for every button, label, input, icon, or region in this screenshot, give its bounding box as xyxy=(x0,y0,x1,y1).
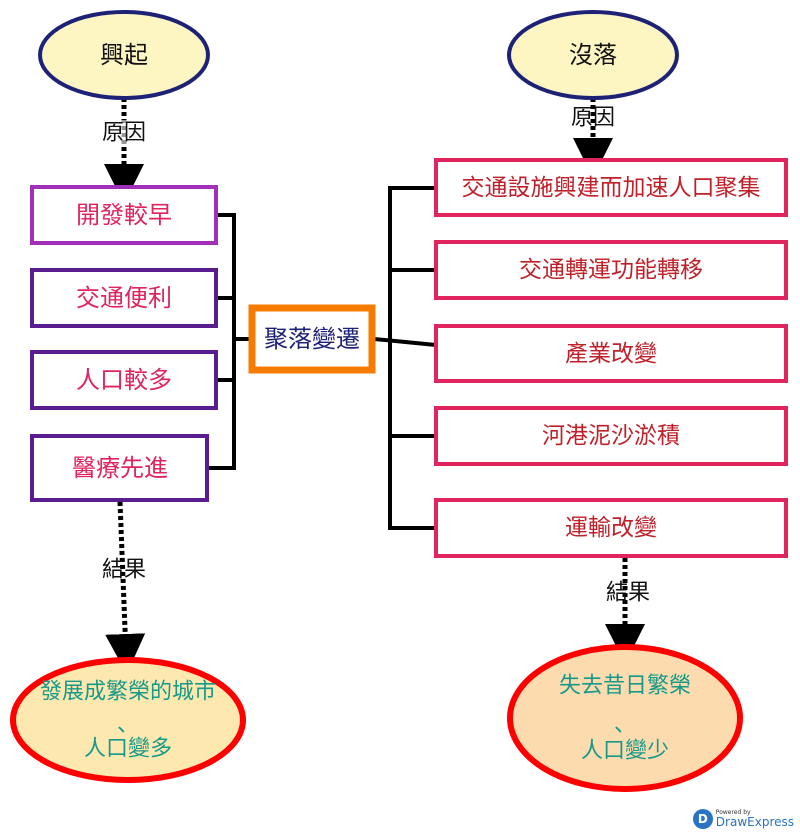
drawexpress-logo-icon: D xyxy=(692,809,713,829)
decline-cause-box[interactable]: 交通轉運功能轉移 xyxy=(434,240,788,300)
rise-title: 興起 xyxy=(100,41,148,69)
decline-cause-text: 交通設施興建而加速人口聚集 xyxy=(462,175,761,201)
decline-cause-box[interactable]: 產業改變 xyxy=(434,324,788,383)
decline-cause-box[interactable]: 河港泥沙淤積 xyxy=(434,406,788,466)
drawexpress-logo: D Powered by DrawExpress xyxy=(692,808,794,829)
rise-cause-box[interactable]: 醫療先進 xyxy=(30,434,209,502)
decline-cause-label: 原因 xyxy=(571,106,615,131)
decline-cause-text: 產業改變 xyxy=(565,341,657,367)
rise-cause-text: 醫療先進 xyxy=(72,454,168,482)
decline-result-line1: 失去昔日繁榮 xyxy=(559,674,691,699)
rise-cause-text: 交通便利 xyxy=(76,284,172,312)
rise-result-node[interactable]: 發展成繁榮的城市 、 人口變多 xyxy=(10,657,246,783)
center-title: 聚落變遷 xyxy=(264,325,360,353)
decline-cause-text: 河港泥沙淤積 xyxy=(542,423,680,449)
connectors xyxy=(207,186,437,530)
decline-result-line2: 人口變少 xyxy=(581,739,669,764)
decline-cause-text: 運輸改變 xyxy=(565,515,657,541)
rise-node[interactable]: 興起 xyxy=(38,10,210,100)
rise-result-line2: 人口變多 xyxy=(84,737,172,762)
decline-cause-box[interactable]: 運輸改變 xyxy=(434,498,788,558)
rise-result-sep: 、 xyxy=(117,713,139,738)
decline-title: 沒落 xyxy=(569,41,617,69)
decline-result-sep: 、 xyxy=(614,713,636,738)
logo-name: DrawExpress xyxy=(715,814,794,829)
rise-cause-box[interactable]: 交通便利 xyxy=(30,268,218,328)
arrow-rise-result xyxy=(105,501,146,674)
logo-powered-by: Powered by xyxy=(715,808,751,816)
rise-cause-box[interactable]: 人口較多 xyxy=(30,350,218,410)
rise-cause-box[interactable]: 開發較早 xyxy=(30,185,218,245)
center-node[interactable]: 聚落變遷 xyxy=(248,304,376,374)
rise-result-line1: 發展成繁榮的城市 xyxy=(40,680,216,705)
rise-cause-text: 人口較多 xyxy=(76,366,172,394)
rise-cause-text: 開發較早 xyxy=(76,201,172,229)
decline-result-label: 結果 xyxy=(606,581,650,606)
decline-result-node[interactable]: 失去昔日繁榮 、 人口變少 xyxy=(507,644,743,792)
connector-center-to-right xyxy=(373,337,437,347)
rise-cause-label: 原因 xyxy=(102,121,146,146)
rise-result-label: 結果 xyxy=(102,558,146,583)
decline-node[interactable]: 沒落 xyxy=(507,10,679,100)
decline-cause-text: 交通轉運功能轉移 xyxy=(519,257,703,283)
decline-cause-box[interactable]: 交通設施興建而加速人口聚集 xyxy=(434,158,788,217)
